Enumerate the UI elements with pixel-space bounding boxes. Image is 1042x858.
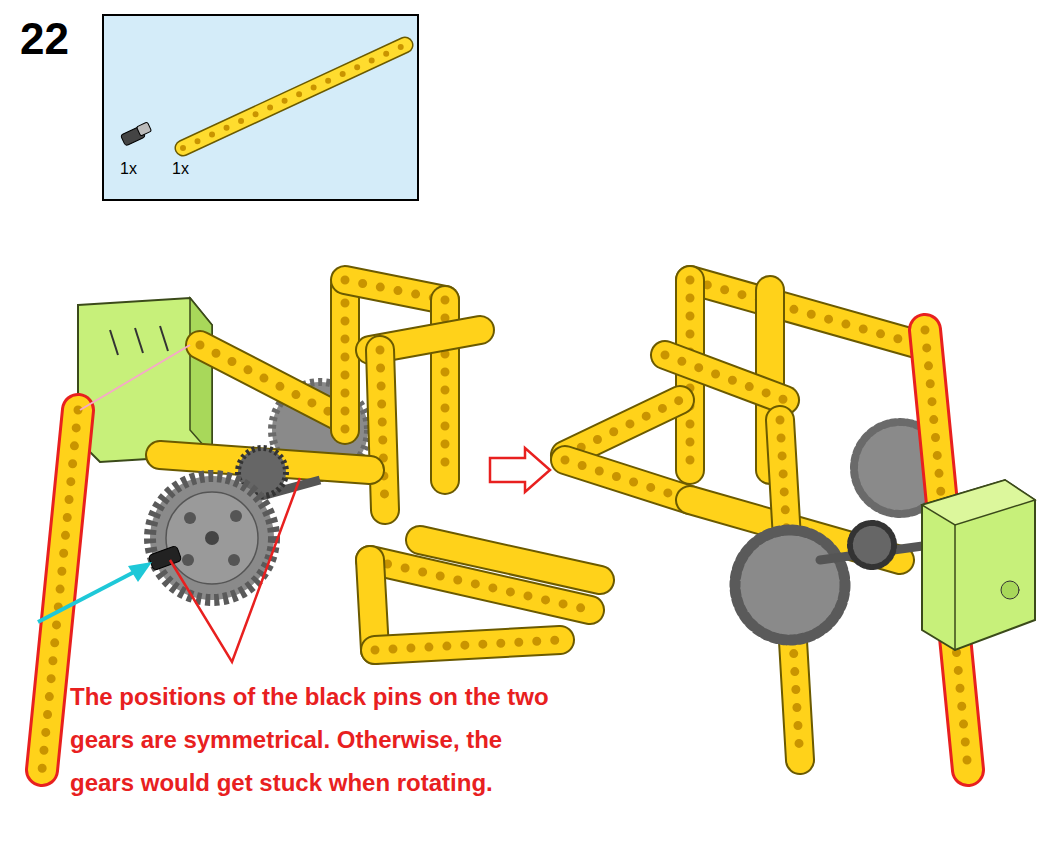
quantity-label: 1x: [120, 160, 137, 178]
leader-line: [170, 478, 300, 662]
pointer-arrow: [38, 570, 138, 622]
beam-part: [183, 45, 405, 148]
parts-panel: [103, 15, 418, 200]
right-assembly: [565, 280, 1035, 770]
transition-arrow: [490, 448, 550, 492]
quantity-label: 1x: [172, 160, 189, 178]
step-number: 22: [20, 14, 69, 64]
pin-part: [120, 122, 151, 146]
warning-note: The positions of the black pins on the t…: [70, 675, 550, 804]
